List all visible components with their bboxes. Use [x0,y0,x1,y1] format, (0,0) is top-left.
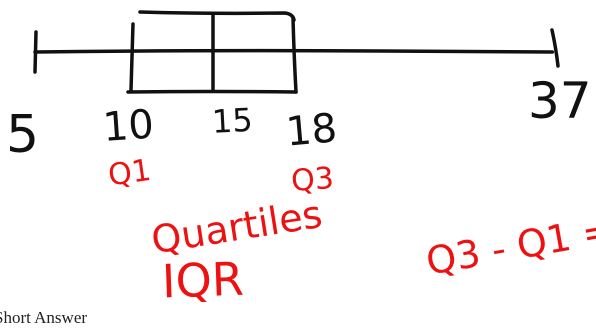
axis-label-q1: 10 [101,102,155,151]
whisker-cap-right [550,28,560,68]
axis-label-min: 5 [6,105,39,165]
axis-label-max: 37 [528,72,592,130]
axis-label-q3: 18 [284,105,339,155]
whisker-cap-left [33,30,38,74]
q1-label: Q1 [106,153,153,194]
iqr-formula-annotation: Q3 - Q1 => [423,202,596,284]
q3-label: Q3 [290,161,335,199]
box-q3-edge [291,16,298,94]
whisker-line [33,48,554,54]
short-answer-label: Short Answer [0,308,88,327]
axis-label-median: 15 [211,101,254,141]
box-bottom-edge [126,89,298,94]
box-top-edge [138,10,296,22]
iqr-annotation: IQR [161,252,245,309]
box-q1-edge [129,22,135,92]
